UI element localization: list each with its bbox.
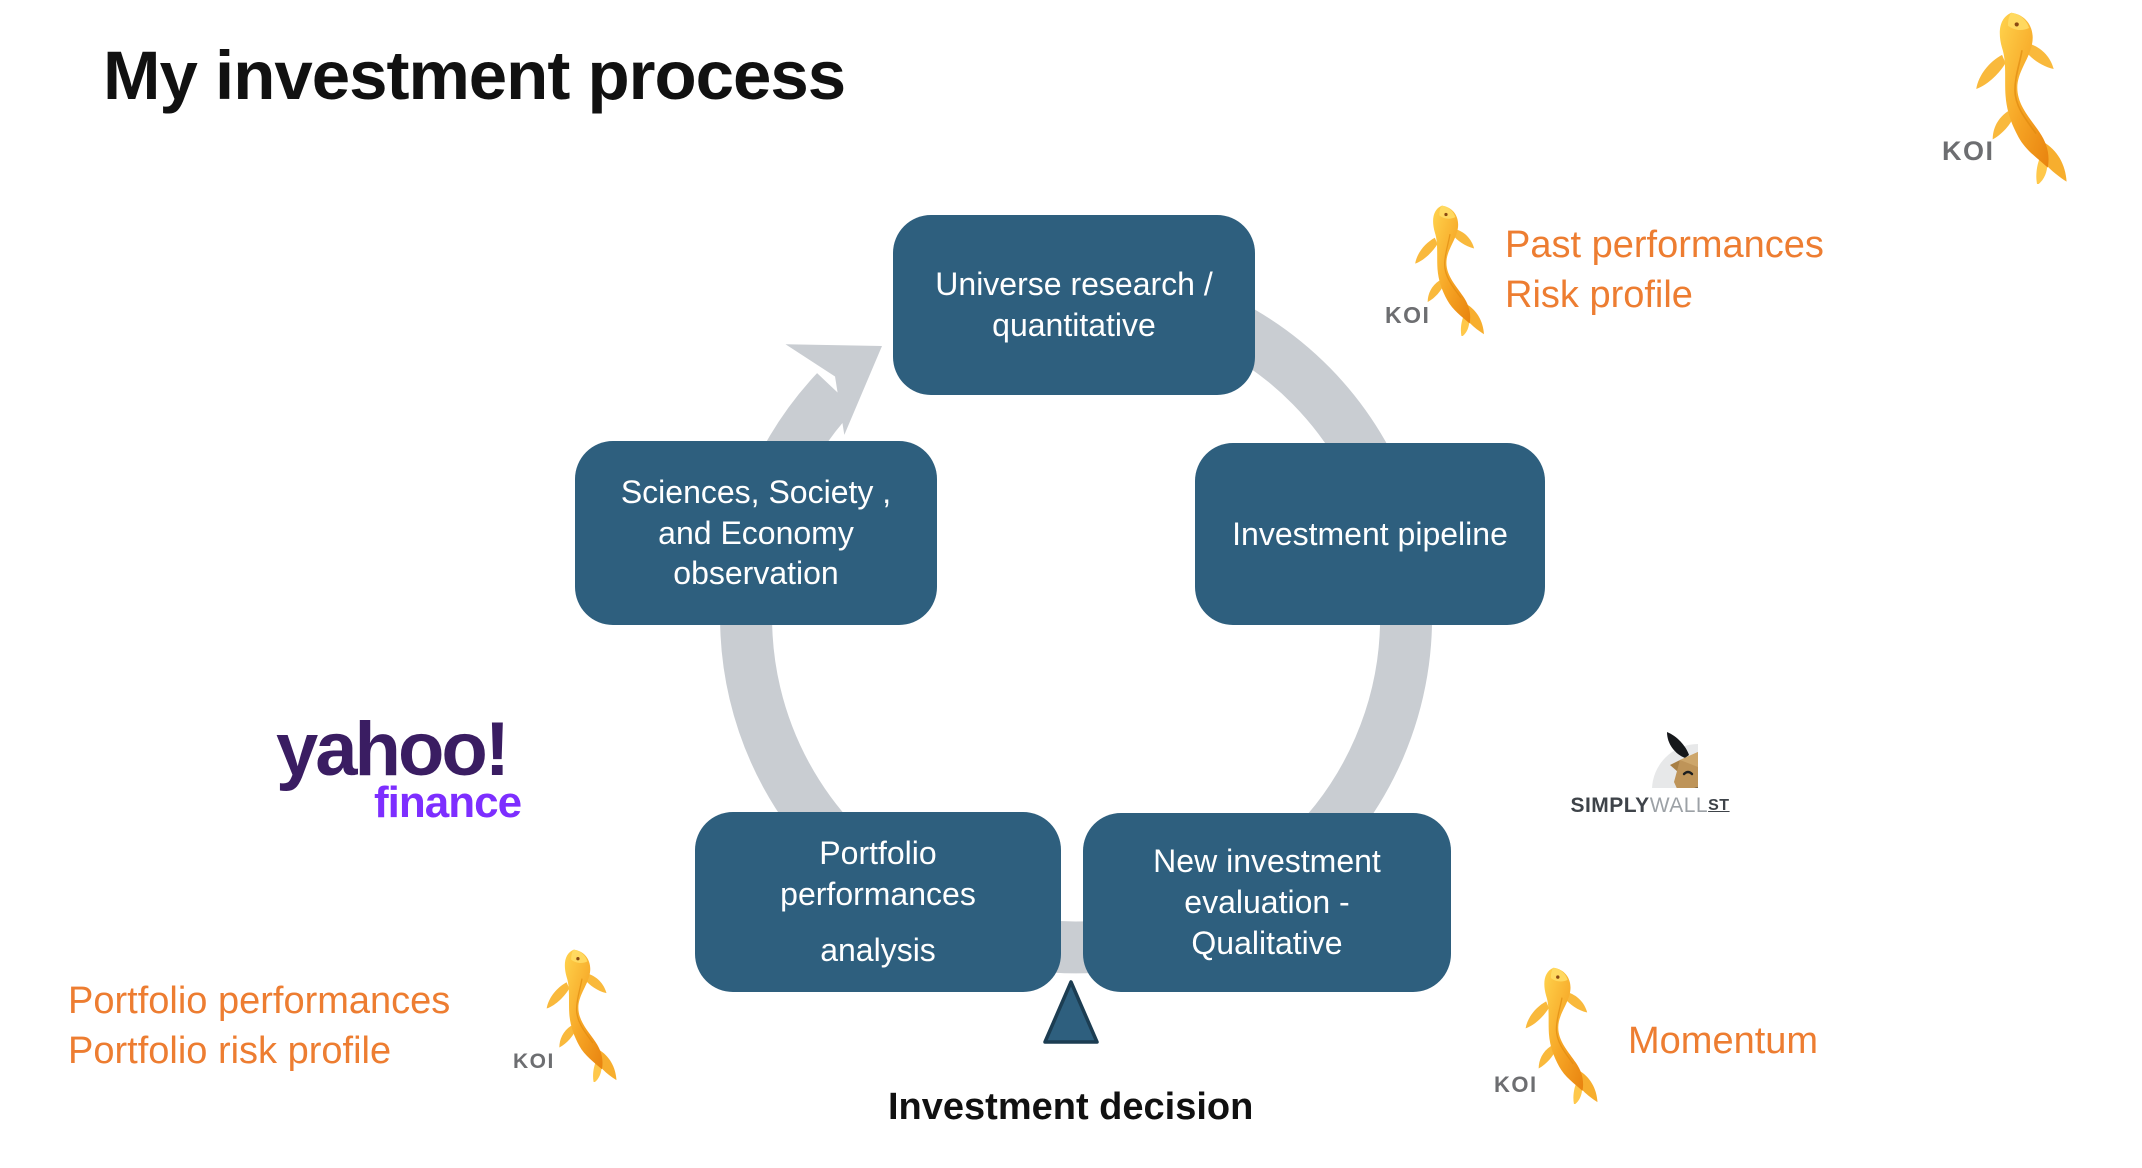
sws-st-text: ST — [1708, 797, 1730, 814]
process-box-new-investment-evaluation: New investment evaluation - Qualitative — [1083, 813, 1451, 992]
koi-wordmark: KOI — [513, 1050, 555, 1073]
process-box-portfolio-performances: Portfolio performances analysis — [695, 812, 1061, 992]
yahoo-wordmark: yahoo! — [276, 707, 510, 792]
page-title: My investment process — [103, 37, 846, 114]
sws-wall-text: WALL — [1649, 794, 1709, 817]
simplywallst-wordmark: SIMPLYWALLST — [1565, 794, 1735, 818]
process-box-sciences-society-economy: Sciences, Society , and Economy observat… — [575, 441, 937, 625]
process-box-label-secondary: analysis — [820, 932, 936, 969]
annotation-past-performances: Past performances Risk profile — [1505, 224, 1824, 316]
koi-wordmark: KOI — [1942, 136, 1995, 166]
bull-icon — [1598, 668, 1698, 788]
koi-wordmark: KOI — [1385, 302, 1431, 328]
yahoo-finance-wordmark: finance — [374, 778, 522, 827]
annotation-portfolio-performances: Portfolio performances Portfolio risk pr… — [68, 980, 451, 1072]
process-box-label: Universe research / quantitative — [935, 266, 1213, 343]
process-box-label: Portfolio performances — [780, 834, 976, 912]
investment-decision-label: Investment decision — [888, 1086, 1254, 1128]
koi-wordmark: KOI — [1494, 1072, 1538, 1097]
process-box-label: Investment pipeline — [1232, 515, 1508, 552]
decision-arrow-icon — [1043, 980, 1099, 1044]
cycle-arrowhead-icon — [785, 344, 882, 435]
process-box-investment-pipeline: Investment pipeline — [1195, 443, 1545, 625]
annotation-momentum: Momentum — [1628, 1020, 1819, 1062]
process-box-label: Sciences, Society , and Economy observat… — [620, 473, 892, 592]
sws-simply-text: SIMPLY — [1570, 794, 1650, 817]
process-box-universe-research: Universe research / quantitative — [893, 215, 1255, 395]
process-box-label: New investment evaluation - Qualitative — [1153, 843, 1381, 961]
